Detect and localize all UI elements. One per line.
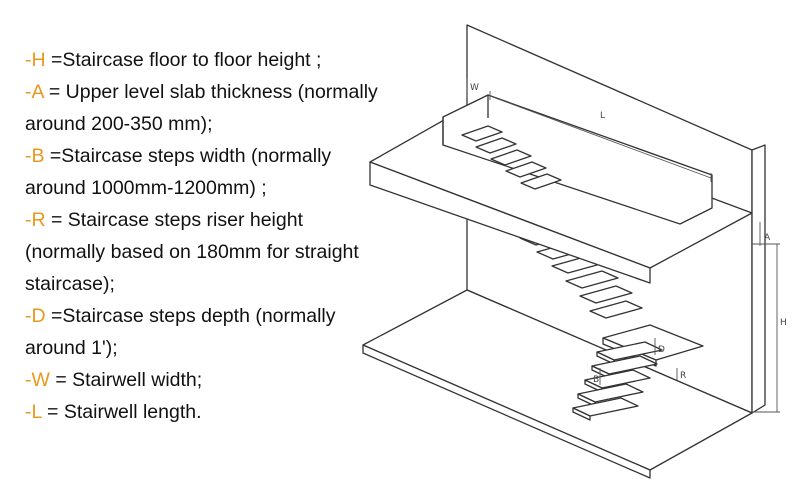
label-b: B — [593, 375, 599, 385]
legend-row: staircase); — [25, 268, 425, 300]
label-h: H — [780, 318, 787, 328]
legend-text: (normally based on 180mm for straight — [25, 241, 359, 263]
legend-key: -A — [25, 81, 44, 103]
legend-row: around 200-350 mm); — [25, 108, 425, 140]
legend-key: -L — [25, 401, 42, 423]
wall-side — [751, 144, 766, 414]
legend-text: = Stairwell width; — [55, 369, 203, 391]
legend-text: staircase); — [25, 273, 115, 295]
legend-text: =Staircase floor to floor height ; — [51, 49, 322, 71]
legend-row: -B =Staircase steps width (normally — [25, 140, 425, 172]
legend-key: -D — [25, 305, 46, 327]
legend-key: -W — [25, 369, 50, 391]
legend-row: -D =Staircase steps depth (normally — [25, 300, 425, 332]
legend-row: -H =Staircase floor to floor height ; — [25, 44, 425, 76]
legend-text: =Staircase steps width (normally — [49, 145, 332, 167]
legend-text: = Stairwell length. — [47, 401, 202, 423]
bottom-steps — [572, 341, 663, 421]
label-d: D — [658, 345, 665, 355]
legend-row: -R = Staircase steps riser height — [25, 204, 425, 236]
dimension-legend: -H =Staircase floor to floor height ;-A … — [25, 44, 425, 428]
legend-row: around 1'); — [25, 332, 425, 364]
legend-row: -L = Stairwell length. — [25, 396, 425, 428]
legend-key: -B — [25, 145, 45, 167]
legend-key: -H — [25, 49, 46, 71]
label-l: L — [600, 111, 605, 121]
ground-slab-edge — [362, 344, 651, 479]
label-r: R — [680, 371, 686, 381]
legend-text: =Staircase steps depth (normally — [51, 305, 336, 327]
dim-l-line — [489, 95, 712, 179]
legend-text: around 1000mm-1200mm) ; — [25, 177, 267, 199]
legend-text: = Upper level slab thickness (normally — [48, 81, 378, 103]
legend-text: around 200-350 mm); — [25, 113, 213, 135]
legend-row: (normally based on 180mm for straight — [25, 236, 425, 268]
label-a: A — [764, 233, 771, 243]
legend-text: = Staircase steps riser height — [51, 209, 303, 231]
upper-slab-front — [369, 161, 651, 284]
upper-flight — [461, 125, 562, 190]
legend-row: -A = Upper level slab thickness (normall… — [25, 76, 425, 108]
legend-key: -R — [25, 209, 46, 231]
legend-row: around 1000mm-1200mm) ; — [25, 172, 425, 204]
legend-row: -W = Stairwell width; — [25, 364, 425, 396]
legend-text: around 1'); — [25, 337, 118, 359]
label-w: W — [470, 83, 479, 93]
